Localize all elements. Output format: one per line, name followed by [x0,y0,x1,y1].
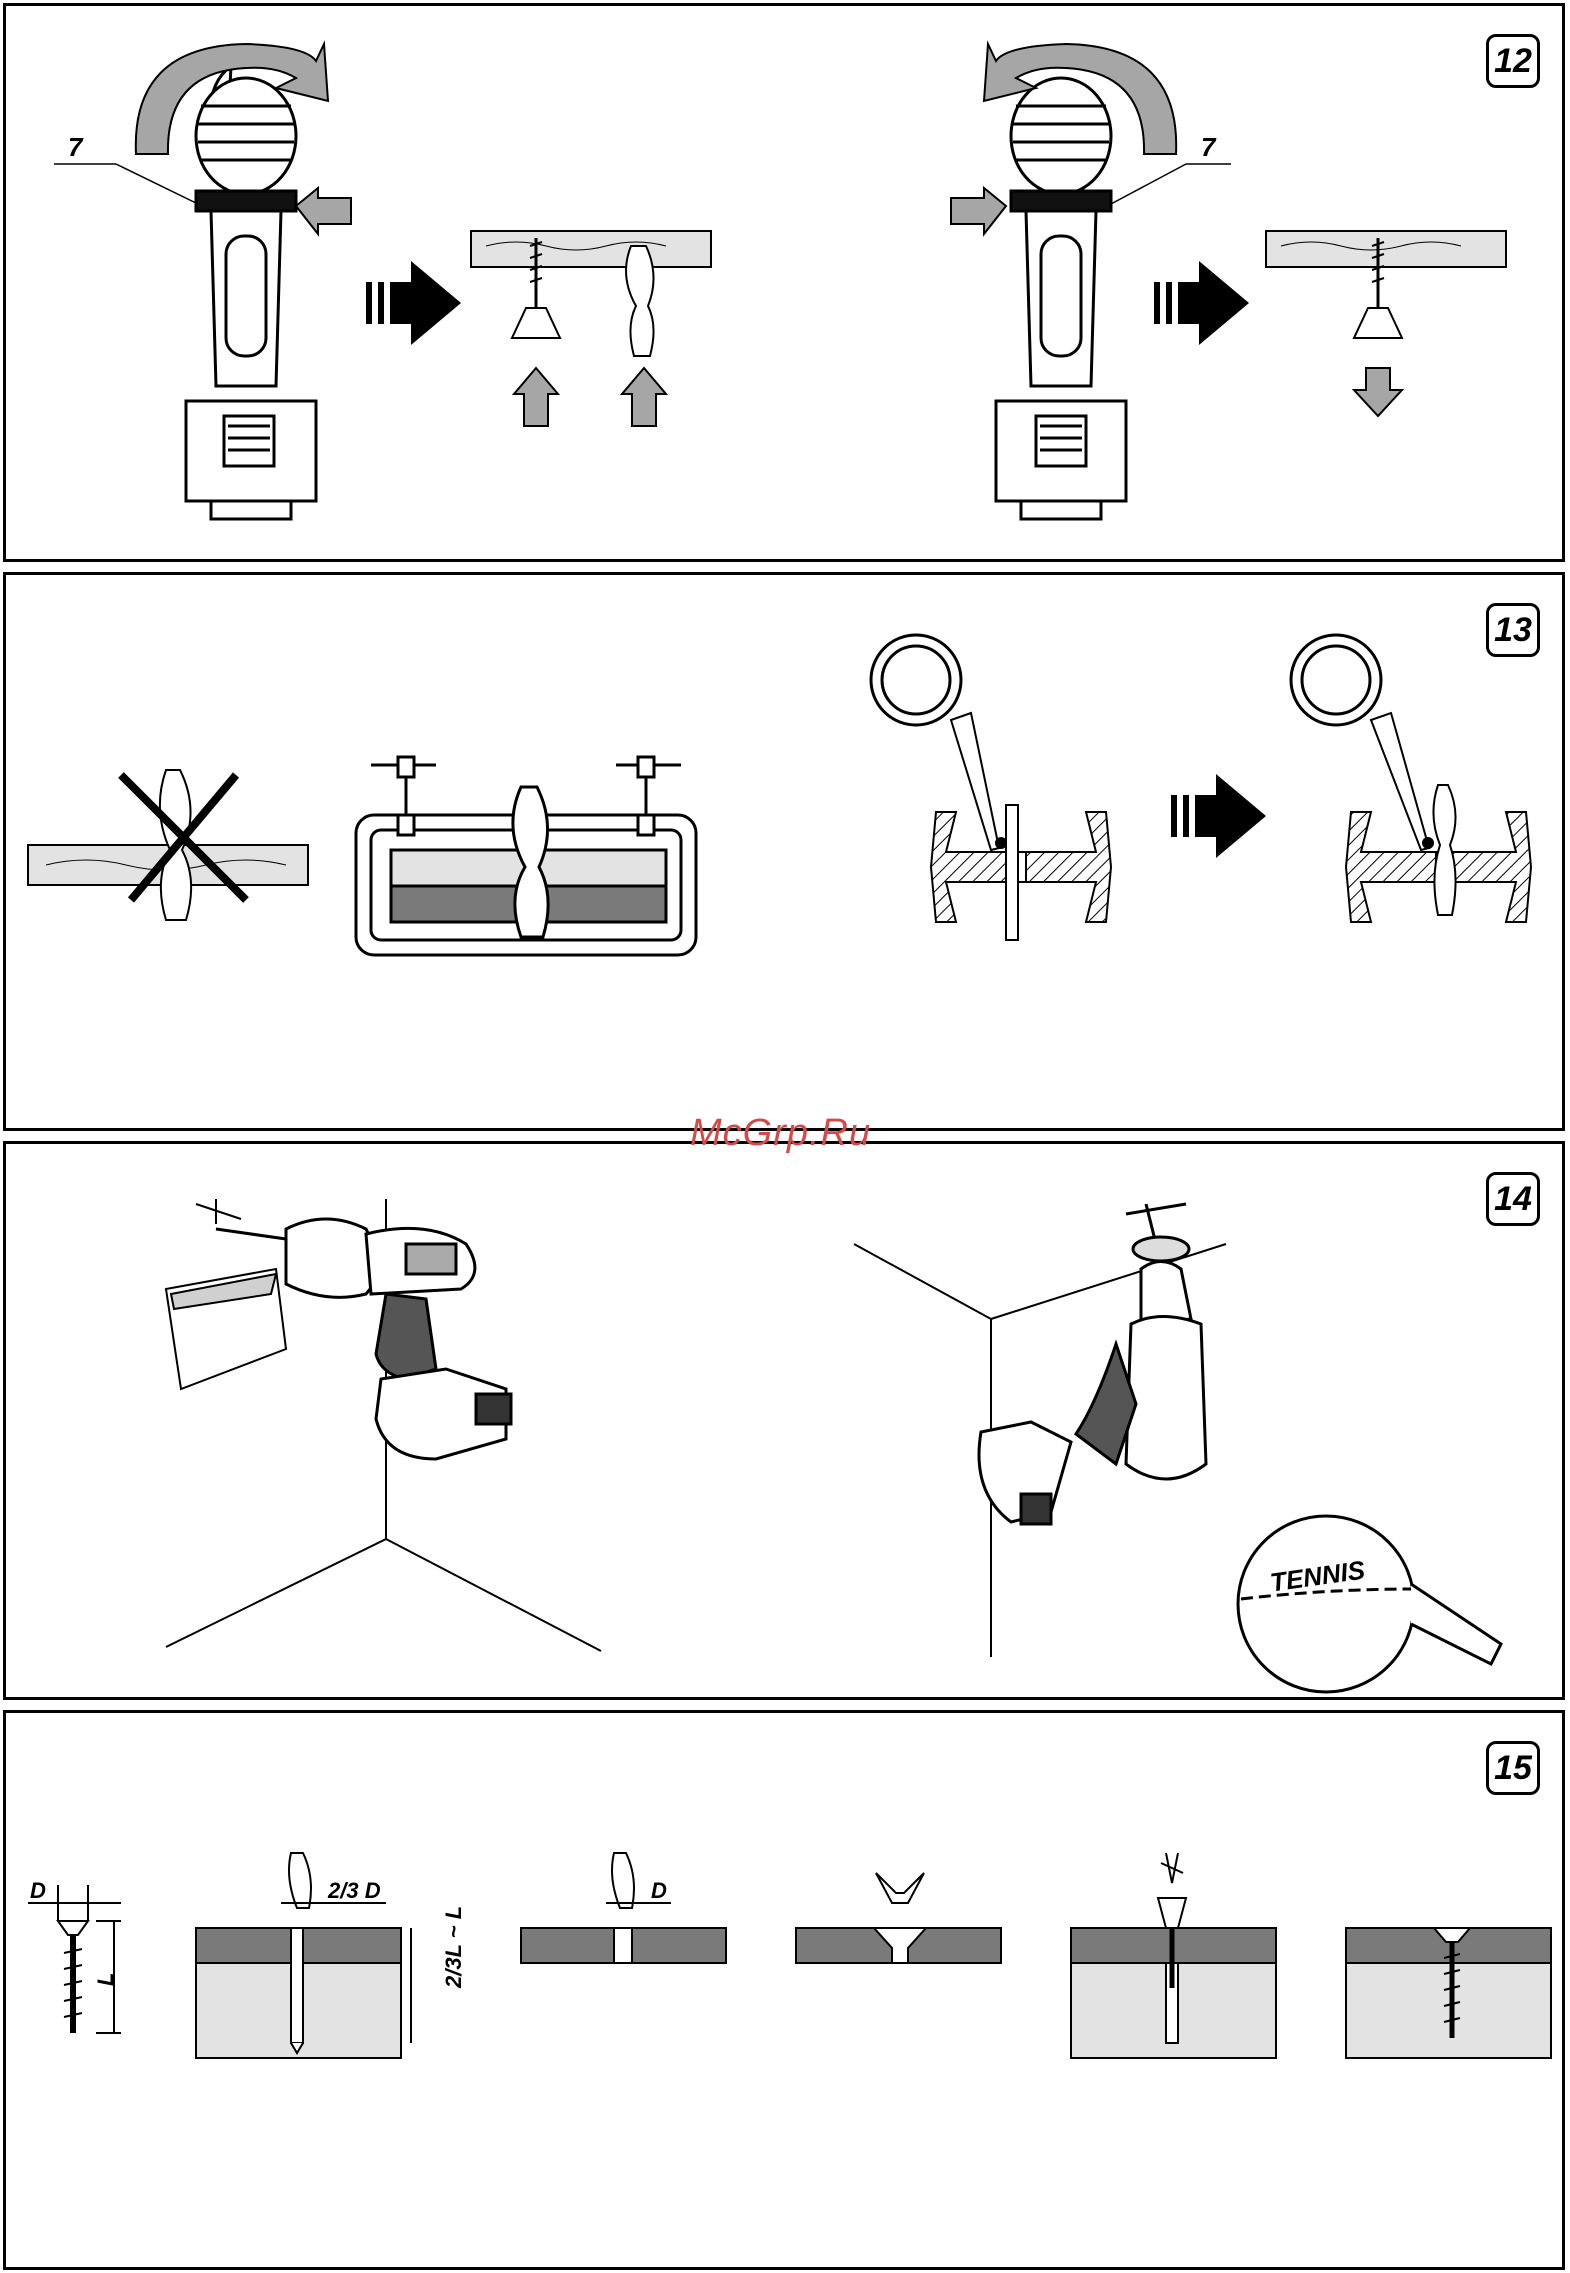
forward-arrow-icon [1154,261,1249,345]
wood-board-screw-out [1266,231,1506,416]
metal-beam-after [1291,635,1531,922]
dust-collection-illustration: TENNIS [6,1144,1562,1697]
clamped-boards [356,757,696,955]
screw-dimension: D L [28,1878,121,2033]
callout-7-right: 7 [1201,132,1217,162]
driving-screw [1071,1853,1276,2058]
drill-left [186,66,316,519]
screw-pilot-hole-illustration: D L 2/3 D 2/3L ~ L D [6,1713,1562,2267]
finished-screw [1346,1928,1551,2058]
push-arrow-icon [296,188,351,234]
wood-board-screw-drill [471,231,711,426]
panel-number-badge: 13 [1486,603,1540,657]
dim-D2: D [651,1878,667,1903]
envelope-dust-catcher [166,1199,286,1389]
push-arrow-icon [514,368,558,426]
dim-L: L [93,1973,118,1986]
callout-7-left: 7 [68,132,84,162]
drilling-technique-illustration [6,575,1562,1128]
direction-switch-illustration: 7 [6,6,1562,559]
dim-D: D [30,1878,46,1903]
cordless-drill-overhead [979,1204,1206,1524]
forward-arrow-icon [366,261,461,345]
push-arrow-icon [951,188,1006,234]
panel-13: 13 [3,572,1565,1131]
panel-15: 15 D L 2/3 D 2/3L ~ L [3,1710,1565,2270]
panel-number-badge: 12 [1486,34,1540,88]
shank-hole: D [521,1853,726,1963]
wrong-drilling-board [28,770,308,920]
dim-depth: 2/3L ~ L [441,1906,466,1989]
metal-beam-before [871,635,1111,940]
drill-right [996,78,1126,519]
panel-12: 12 7 [3,3,1565,562]
push-arrow-icon [622,368,666,426]
watermark: McGrp.Ru [690,1112,871,1155]
panel-number-badge: 14 [1486,1172,1540,1226]
push-arrow-icon [1354,368,1402,416]
forward-arrow-icon [1171,774,1266,858]
dim-two-thirds-D: 2/3 D [327,1878,381,1903]
panel-14: 14 [3,1141,1565,1700]
tennis-ball-icon: TENNIS [1238,1516,1501,1692]
panel-number-badge: 15 [1486,1741,1540,1795]
countersink [796,1873,1001,1963]
pilot-hole-depth: 2/3 D 2/3L ~ L [196,1853,466,2058]
